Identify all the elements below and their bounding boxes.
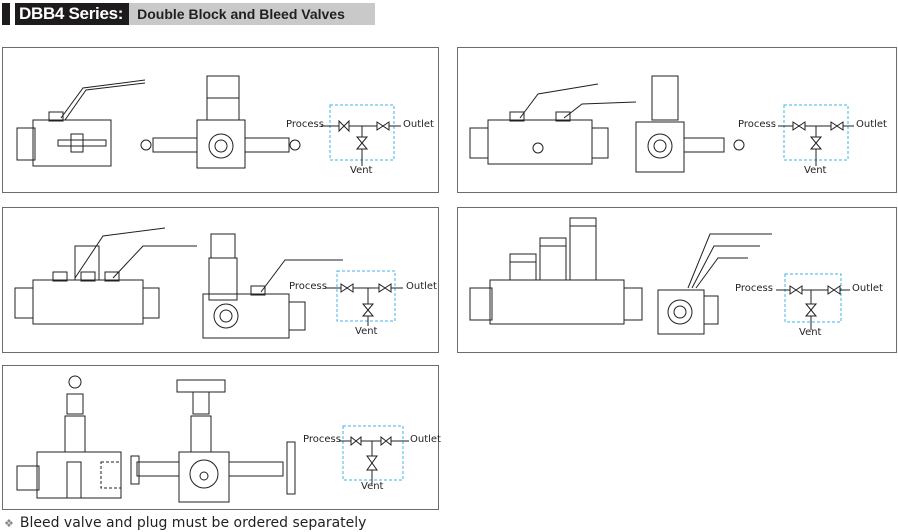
section-header: DBB4 Series: Double Block and Bleed Valv… xyxy=(2,3,376,25)
vent-label: Vent xyxy=(355,326,378,337)
process-label: Process xyxy=(289,281,327,292)
process-label: Process xyxy=(286,119,324,130)
vent-label: Vent xyxy=(350,165,373,176)
process-label: Process xyxy=(738,119,776,130)
diamond-bullet-icon: ❖ xyxy=(4,517,14,530)
product-panel-4: Process Outlet Vent xyxy=(457,207,897,353)
series-subtitle: Double Block and Bleed Valves xyxy=(129,3,376,25)
process-label: Process xyxy=(735,283,773,294)
outlet-label: Outlet xyxy=(852,283,883,294)
outlet-label: Outlet xyxy=(856,119,887,130)
valve-drawing-2 xyxy=(469,75,854,173)
product-panel-2: Process Outlet Vent xyxy=(457,47,897,193)
footnote-text: Bleed valve and plug must be ordered sep… xyxy=(19,515,367,531)
outlet-label: Outlet xyxy=(406,281,437,292)
outlet-label: Outlet xyxy=(403,119,434,130)
outlet-label: Outlet xyxy=(410,434,441,445)
vent-label: Vent xyxy=(361,481,384,492)
vent-label: Vent xyxy=(799,327,822,338)
series-label: DBB4 Series: xyxy=(15,3,130,25)
product-panel-3: Process Outlet Vent xyxy=(2,207,439,353)
product-panel-5: Process Outlet Vent xyxy=(2,365,441,510)
footnote: ❖ Bleed valve and plug must be ordered se… xyxy=(4,515,366,531)
product-panel-1: Process Outlet Vent xyxy=(2,47,439,193)
valve-drawing-4 xyxy=(469,217,850,335)
valve-drawing-1 xyxy=(16,75,401,169)
valve-drawing-3 xyxy=(14,227,403,339)
header-accent-bar xyxy=(2,3,10,25)
vent-label: Vent xyxy=(804,165,827,176)
process-label: Process xyxy=(303,434,341,445)
valve-drawing-5 xyxy=(16,375,409,503)
